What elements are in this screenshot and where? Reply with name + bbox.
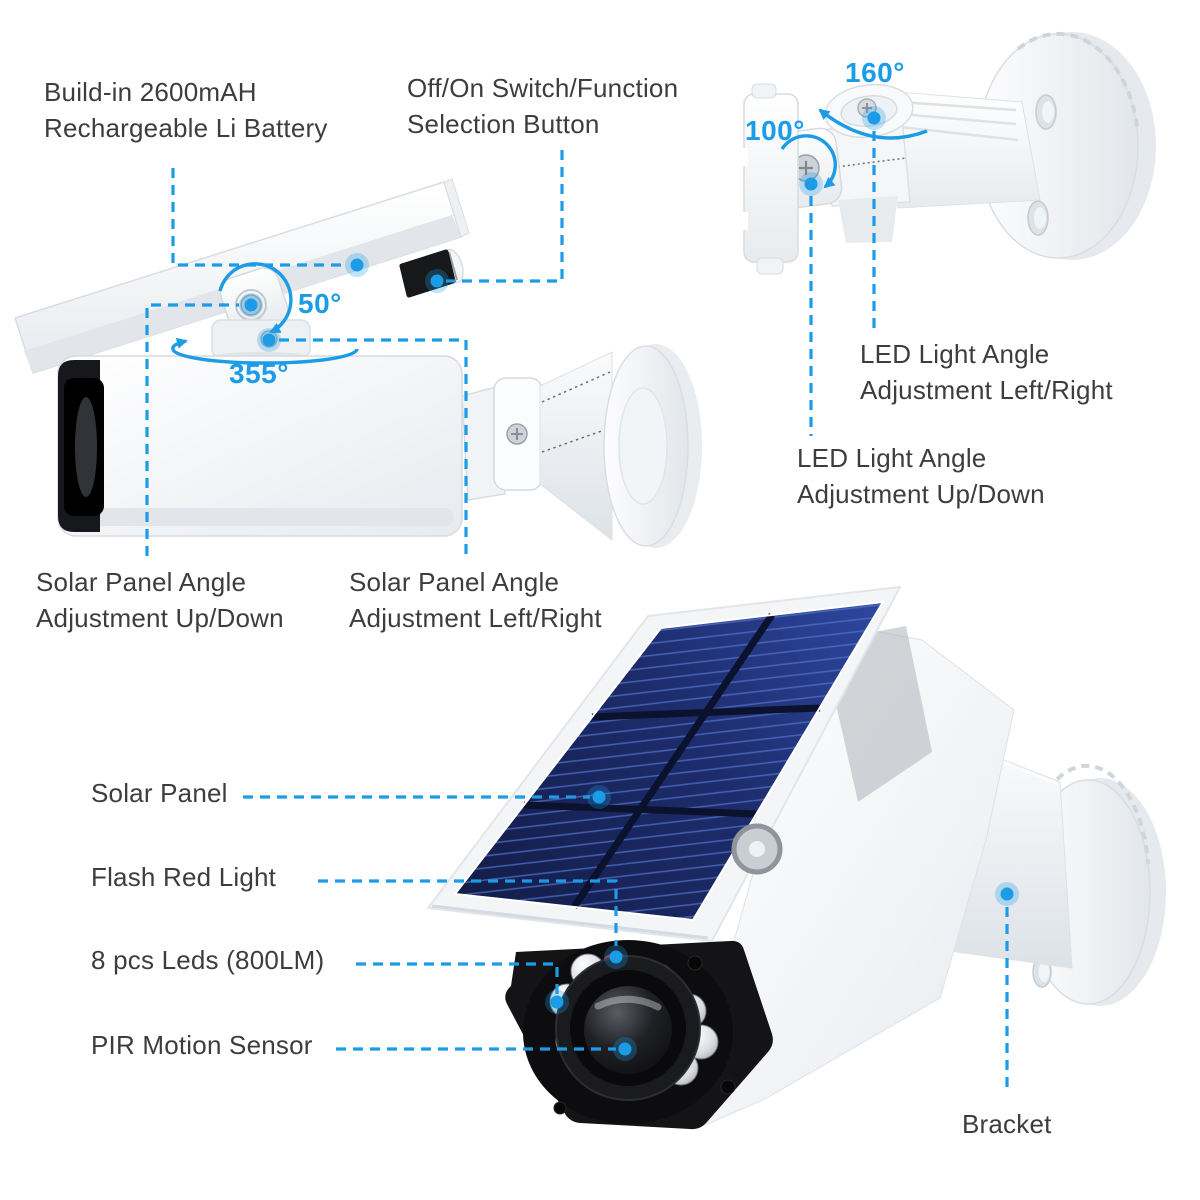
- main-panel-frame-shadow: [431, 904, 709, 940]
- side-arm-seams: [541, 371, 611, 453]
- closeup-plate-notch-2: [738, 212, 748, 230]
- led-ud-arc: [780, 134, 837, 189]
- closeup-plate-tab-top: [751, 83, 777, 99]
- pir-point-dot: [613, 1037, 637, 1061]
- panel-swivel-arc: [171, 337, 359, 365]
- led-angle-lr-label: LED Light Angle Adjustment Left/Right: [860, 339, 1113, 405]
- switch-point-dot: [425, 269, 449, 293]
- side-panel-endcap: [443, 178, 470, 238]
- panel-tilt-arc: [218, 262, 293, 334]
- led-ud-point-dot: [799, 172, 823, 196]
- face-screw-3: [553, 1101, 567, 1115]
- callout-dots: [239, 106, 1019, 1061]
- led-left-right-angle-value: 160°: [845, 57, 905, 88]
- closeup-band-base: [838, 196, 898, 243]
- closeup-side-screw-cross-icon: [799, 161, 813, 175]
- bracket-label: Bracket: [962, 1109, 1052, 1139]
- panel-swivel-point-dot: [257, 328, 281, 352]
- flash-red-light-label: Flash Red Light: [91, 862, 277, 892]
- closeup-disc-knurl: [1016, 31, 1139, 128]
- face-screw-1: [687, 955, 703, 971]
- closeup-top-screw-cross-icon: [862, 103, 872, 113]
- battery-label: Build-in 2600mAH Rechargeable Li Battery: [44, 77, 328, 143]
- main-panel-dividers: [523, 613, 821, 909]
- solar-panel-label: Solar Panel: [91, 778, 228, 808]
- led-angle-ud-label: LED Light Angle Adjustment Up/Down: [797, 443, 1045, 509]
- leds-label: 8 pcs Leds (800LM): [91, 945, 325, 975]
- closeup-arm-horn: [897, 91, 1041, 209]
- main-disc-knurl: [1046, 763, 1150, 865]
- main-panel-inner-edge: [453, 600, 885, 922]
- closeup-screw-hole-bottom-inner: [1034, 207, 1046, 229]
- main-disc-hole-bottom-inner: [1038, 962, 1050, 982]
- side-body-bottom-shade: [66, 508, 454, 526]
- switch-connector-line: [446, 150, 564, 283]
- leds-point-dot: [545, 990, 569, 1014]
- side-panel-ear-slit: [448, 251, 458, 281]
- solar-angle-ud-connector-line: [145, 303, 239, 556]
- face-screw-2: [720, 1079, 736, 1095]
- closeup-band-seam: [827, 157, 907, 169]
- product-side-view: [14, 178, 702, 548]
- solar-angle-lr-connector-line: [279, 338, 468, 556]
- closeup-screw-hole-top-inner: [1042, 101, 1054, 123]
- pir-dome: [584, 986, 672, 1074]
- flash-red-connector-line: [318, 879, 618, 946]
- dome-highlight: [594, 995, 662, 1011]
- flash-red-point-dot: [604, 945, 628, 969]
- led-lr-arc: [818, 108, 928, 140]
- battery-connector-line: [171, 168, 348, 267]
- side-arm-cone: [539, 351, 613, 542]
- leds-connector-line: [356, 962, 559, 994]
- panel-tilt-angle-value: 50°: [298, 288, 342, 319]
- closeup-plate-notch-1: [738, 148, 748, 166]
- bracket-point-dot: [995, 882, 1019, 906]
- panel-pivot-knob-center: [749, 841, 765, 857]
- product-main-view: [427, 586, 1166, 1130]
- side-wall-disc-hub: [618, 387, 668, 505]
- closeup-horn-ribs: [899, 100, 1019, 142]
- product-bracket-closeup: [738, 31, 1156, 275]
- led-lr-point-dot: [862, 106, 886, 130]
- switch-label: Off/On Switch/Function Selection Button: [407, 73, 679, 139]
- panel-swivel-angle-value: 355°: [229, 358, 289, 389]
- rotation-arrows: [171, 108, 928, 365]
- solar-panel-point-dot: [587, 785, 611, 809]
- battery-point-dot: [345, 253, 369, 277]
- side-pir-window: [75, 397, 97, 497]
- solar-angle-ud-label: Solar Panel Angle Adjustment Up/Down: [36, 567, 284, 633]
- callout-connectors: [145, 131, 1009, 1094]
- led-up-down-angle-value: 100°: [745, 115, 805, 146]
- solar-angle-lr-label: Solar Panel Angle Adjustment Left/Right: [349, 567, 602, 633]
- panel-tilt-point-dot: [239, 293, 263, 317]
- pir-motion-sensor-label: PIR Motion Sensor: [91, 1030, 313, 1060]
- closeup-plate-tab-bottom: [756, 257, 784, 275]
- side-clamp-screw-cross-icon: [511, 428, 523, 440]
